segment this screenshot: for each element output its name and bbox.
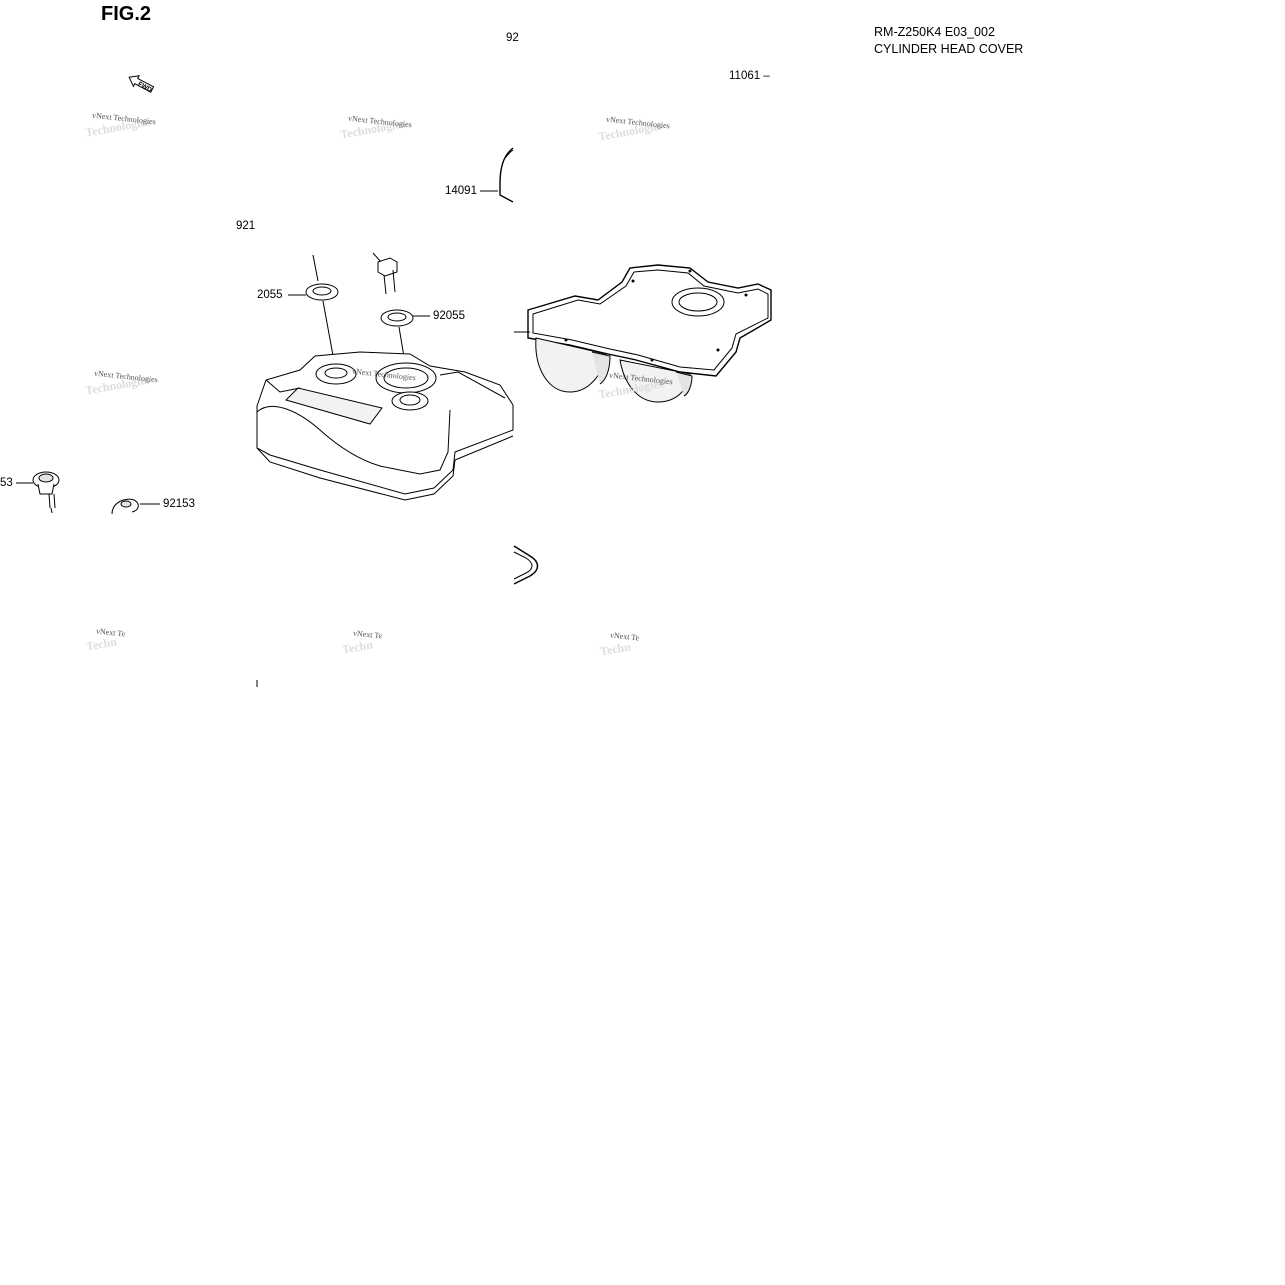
washer-92153 (111, 498, 139, 515)
part-label-2055: 2055 (257, 289, 283, 301)
half-moon-plug-left (535, 337, 611, 393)
half-moon-plug-right (619, 359, 693, 403)
breather-cap-14091 (499, 147, 514, 203)
model-code: RM-Z250K4 E03_002 (874, 25, 995, 39)
part-label-92153: 92153 (163, 498, 195, 510)
gasket-fragment-bottom (513, 545, 539, 585)
part-label-92055: 92055 (433, 310, 465, 322)
section-title: CYLINDER HEAD COVER (874, 42, 1024, 56)
part-label-92: 92 (506, 32, 519, 44)
part-label-11061: 11061 – (729, 70, 770, 82)
fwd-arrow-icon: FWD (128, 75, 155, 94)
part-label-921: 921 (236, 220, 256, 232)
bolt-53 (32, 471, 60, 514)
bolt-top (377, 257, 398, 295)
part-label-53: 53 (0, 477, 13, 489)
seal-2055 (305, 283, 339, 301)
seal-92055 (380, 309, 414, 327)
part-label-14091: 14091 (445, 185, 477, 197)
figure-label: FIG.2 (101, 3, 152, 25)
cylinder-head-cover (256, 351, 514, 501)
cover-gasket (527, 264, 772, 377)
